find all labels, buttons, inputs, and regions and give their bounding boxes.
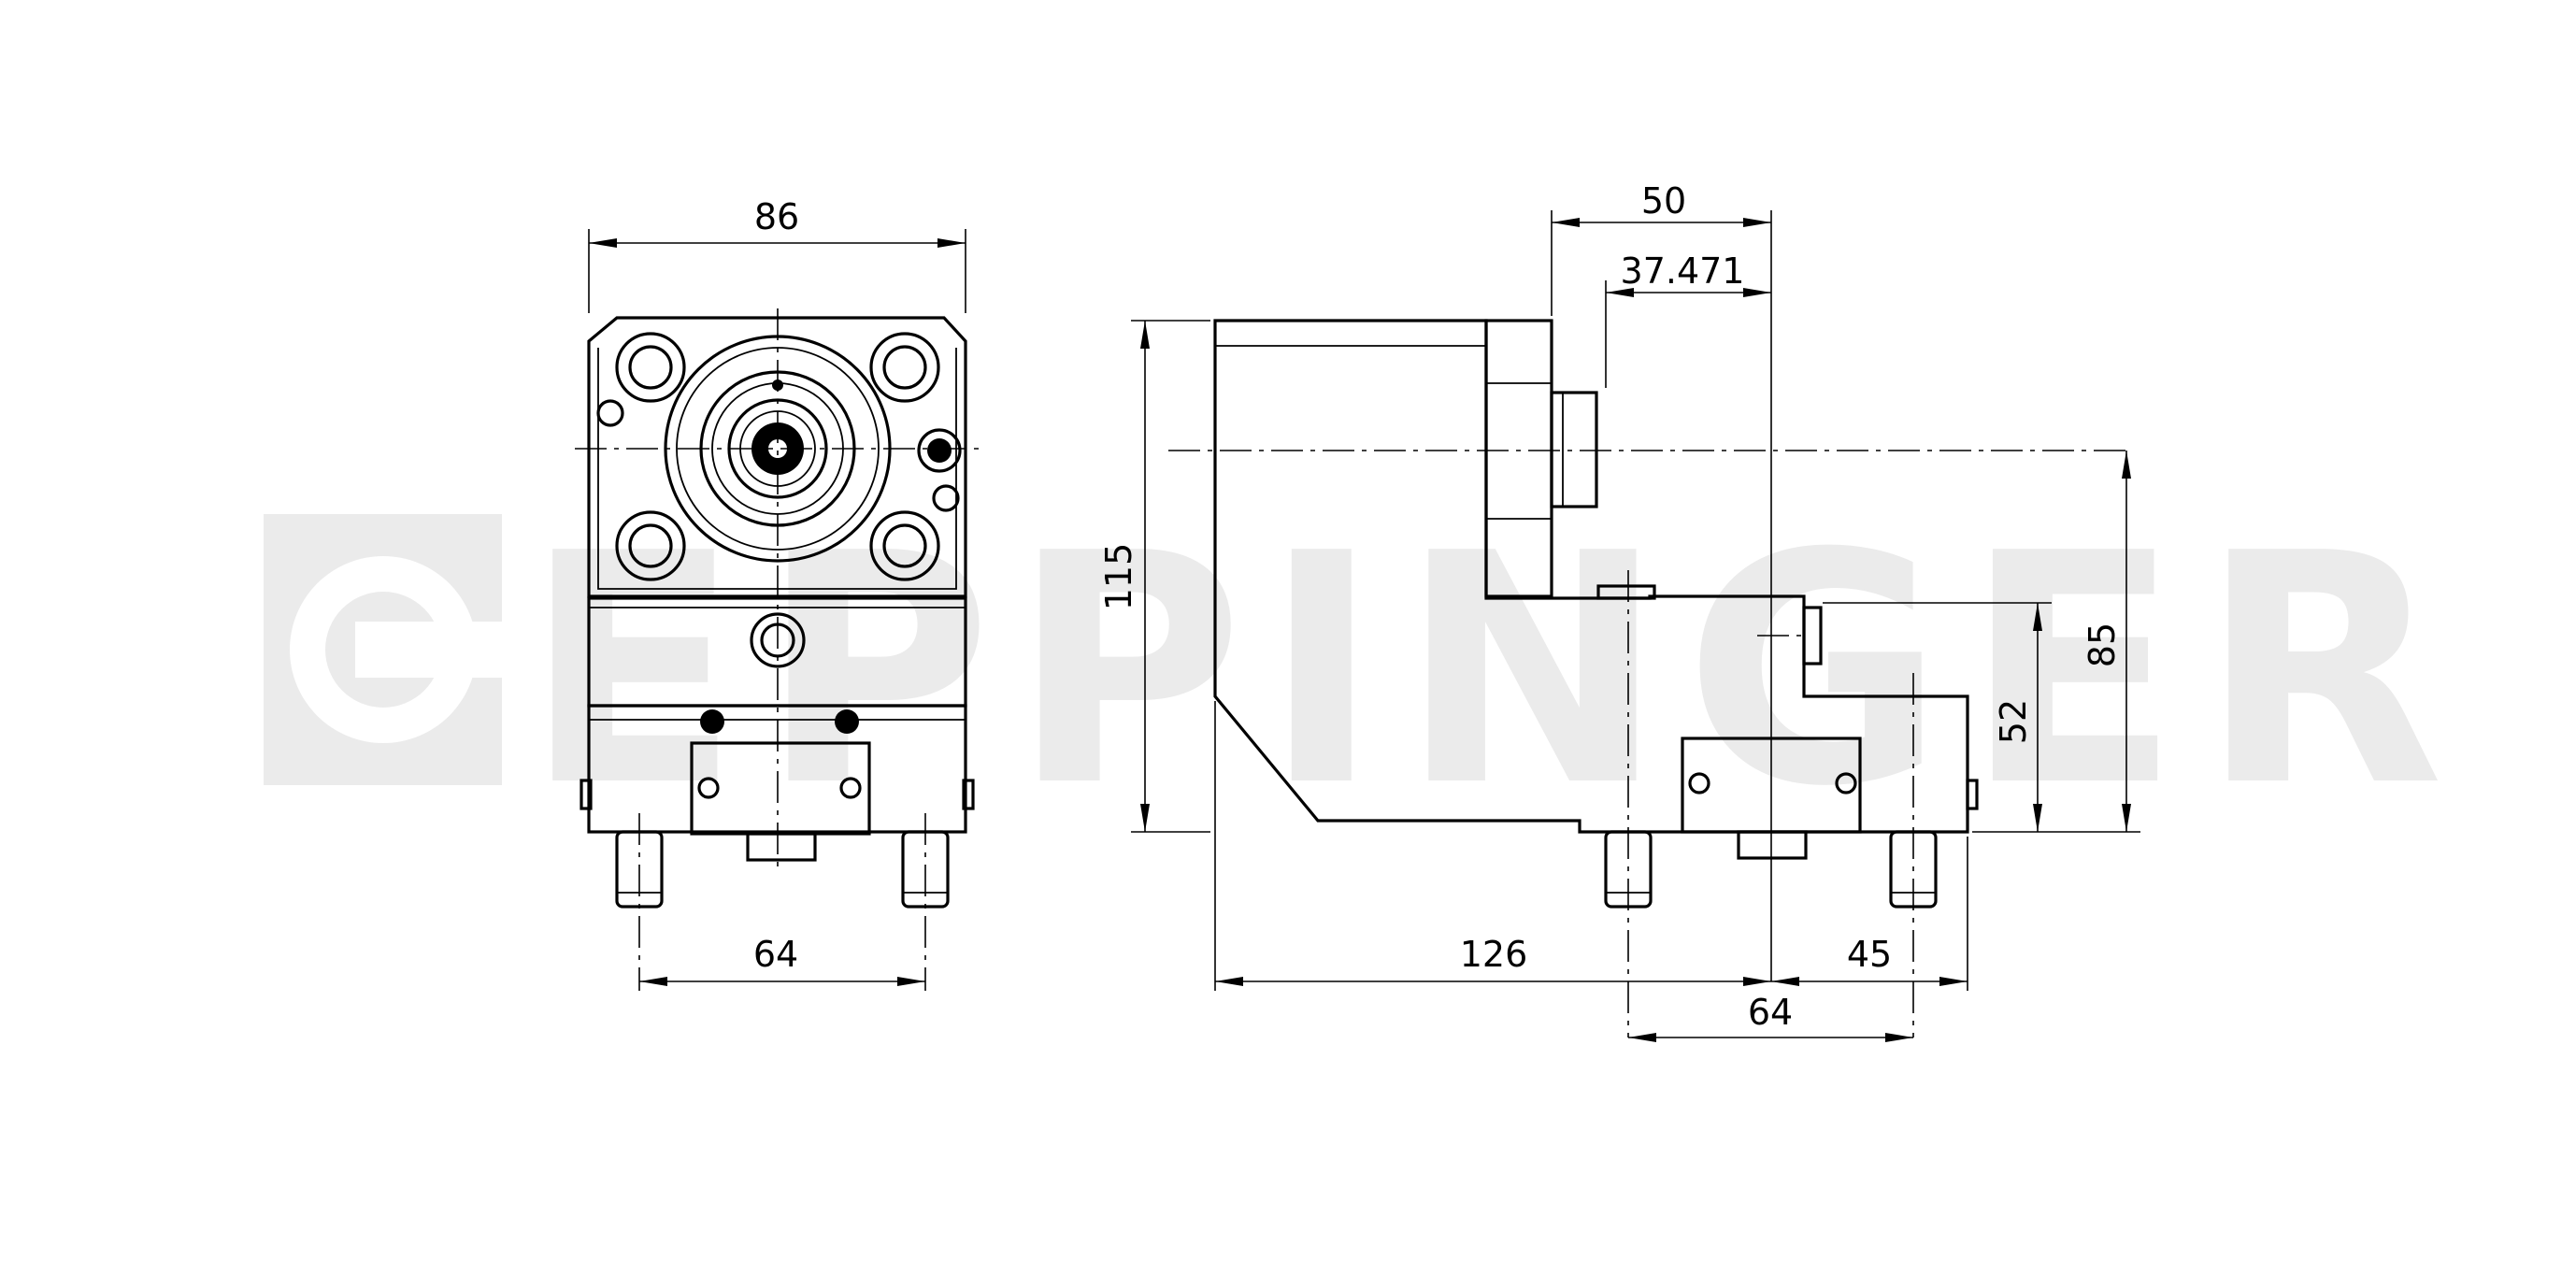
- front-bolt-bottom-right: [869, 510, 940, 581]
- brand-logo-mark: [264, 514, 505, 785]
- side-overhang-dimension: 50: [1551, 180, 1771, 316]
- side-height-dimension: 115: [1098, 320, 1210, 833]
- front-bolt-spacing-dimension: 64: [639, 934, 925, 986]
- front-screw-right: [835, 709, 859, 734]
- front-coolant-port: [917, 428, 962, 473]
- side-coolant-fitting: [1802, 606, 1823, 665]
- side-key: [1737, 830, 1808, 860]
- side-spindle-offset-label: 37.471: [1621, 250, 1745, 292]
- side-height-label: 115: [1098, 543, 1139, 611]
- side-spindle-offset-dimension: 37.471: [1605, 250, 1771, 388]
- brand-watermark-text: EPPINGER: [523, 486, 2463, 856]
- side-spindle-nose: [1550, 391, 1598, 508]
- side-step-height-label: 52: [1993, 699, 2034, 744]
- front-plate-screw-left: [697, 777, 720, 799]
- front-width-label: 86: [754, 196, 799, 237]
- side-length-dimensions: 126 45: [1214, 701, 1968, 991]
- front-flange-outline: [587, 316, 967, 598]
- front-bolt-top-left: [615, 332, 686, 403]
- front-bolt-bottom-left: [615, 510, 686, 581]
- side-pin-spacing-dimension: 64: [1628, 992, 1913, 1042]
- front-width-dimension: 86: [588, 196, 966, 313]
- front-key: [746, 832, 817, 862]
- side-body-outline: [1213, 319, 1969, 834]
- side-pin-spacing-label: 64: [1748, 992, 1793, 1033]
- side-view: 50 37.471 115 85 52: [1098, 180, 2140, 1042]
- front-view: 86 64: [575, 196, 981, 991]
- side-step-height-dimension: 52: [1823, 602, 2052, 832]
- front-pin-hole-left: [596, 399, 624, 427]
- side-center-height-label: 85: [2082, 623, 2123, 667]
- front-bolt-top-right: [869, 332, 940, 403]
- front-pin-hole-right: [932, 484, 960, 512]
- side-body-length-label: 126: [1460, 934, 1528, 975]
- front-screw-left: [700, 709, 724, 734]
- side-center-height-dimension: 85: [1972, 451, 2140, 833]
- side-overhang-label: 50: [1641, 180, 1686, 222]
- front-plate-screw-right: [839, 777, 862, 799]
- front-bolt-spacing-label: 64: [753, 934, 798, 975]
- side-rear-length-label: 45: [1847, 934, 1892, 975]
